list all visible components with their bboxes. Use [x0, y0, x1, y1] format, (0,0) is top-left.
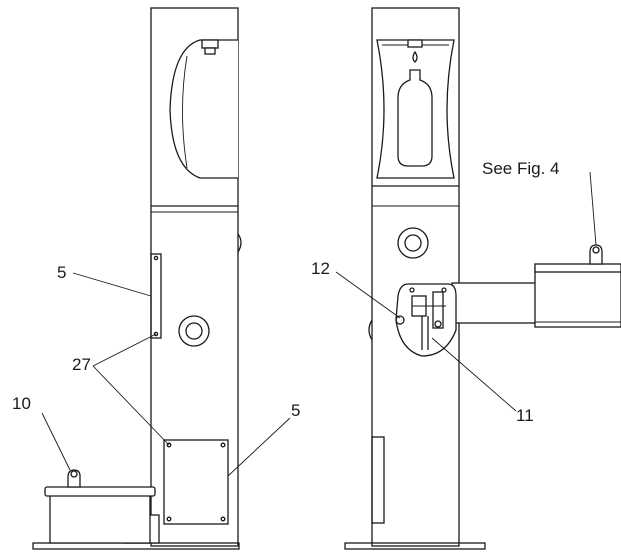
left-bottle-spout — [201, 39, 219, 49]
left-access-strip — [150, 253, 162, 339]
right-bottle-filler-recess — [376, 39, 455, 179]
callout-27: 27 — [72, 355, 91, 374]
left-access-panel — [163, 439, 229, 525]
right-view — [344, 7, 621, 550]
right-pedestal-post — [371, 7, 460, 547]
callout-5-lower: 5 — [291, 401, 300, 420]
right-access-strip — [371, 436, 385, 524]
leader-lines — [41, 171, 597, 477]
callout-12: 12 — [311, 259, 330, 278]
callout-10: 10 — [12, 394, 31, 413]
callout-5-upper: 5 — [57, 263, 66, 282]
valve-housing — [395, 283, 457, 357]
callout-see-fig-4: See Fig. 4 — [482, 159, 560, 178]
callout-11: 11 — [516, 406, 534, 425]
left-bottle-filler-recess — [169, 39, 238, 179]
left-pet-fountain-bowl — [49, 493, 151, 544]
right-bottle-spout — [407, 39, 423, 48]
right-fountain-bowl — [534, 267, 621, 328]
right-bubbler — [589, 244, 603, 265]
left-view — [32, 7, 242, 550]
right-push-button — [397, 227, 429, 259]
bottle-icon — [397, 69, 433, 167]
right-base-plate — [344, 542, 486, 550]
left-push-button — [178, 315, 210, 347]
right-fountain-arm — [451, 282, 545, 324]
left-bubbler — [67, 469, 81, 488]
